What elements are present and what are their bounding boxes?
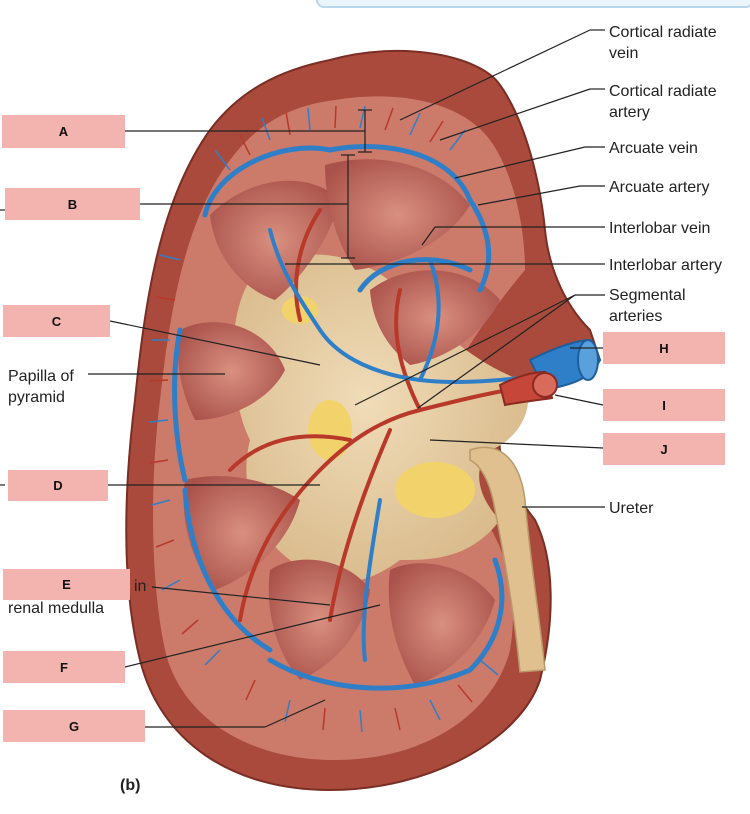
ureter xyxy=(469,446,546,673)
label-box-a[interactable]: A xyxy=(2,115,125,148)
renal-pyramid xyxy=(325,159,470,270)
sinus-fat xyxy=(308,400,352,460)
interlobar-vein-label: Interlobar vein xyxy=(609,220,711,237)
arcuate-vein-label: Arcuate vein xyxy=(609,140,698,157)
blank-answer-area xyxy=(0,414,124,464)
sinus-fat xyxy=(395,462,475,518)
label-box-e[interactable]: E xyxy=(3,569,130,600)
papilla-of-pyramid-label: Papilla of pyramid xyxy=(8,368,74,406)
segmental-arteries-label: Segmental arteries xyxy=(609,287,686,325)
panel-label: (b) xyxy=(120,777,141,794)
renal-pyramid xyxy=(210,180,340,300)
renal-medulla-label: renal medulla xyxy=(8,600,105,617)
arcuate-veins xyxy=(172,144,505,691)
label-box-c[interactable]: C xyxy=(3,305,110,337)
renal-vein-lumen xyxy=(577,339,599,381)
interlobar-artery-label: Interlobar artery xyxy=(609,257,722,274)
sinus-fat xyxy=(282,296,318,324)
label-box-b[interactable]: B xyxy=(5,188,140,220)
cortical-radiate-arteries xyxy=(149,105,473,731)
label-box-j[interactable]: J xyxy=(603,433,725,465)
e-suffix-label: in xyxy=(134,578,147,595)
top-banner-edge xyxy=(316,0,750,8)
renal-artery-lumen xyxy=(532,372,558,398)
arcuate-artery-label: Arcuate artery xyxy=(609,179,710,196)
leader-lines xyxy=(0,29,605,728)
cortical-radiate-artery-label: Cortical radiate artery xyxy=(609,83,717,121)
ureter-label: Ureter xyxy=(609,500,654,517)
label-box-f[interactable]: F xyxy=(3,651,125,683)
renal-pyramid xyxy=(370,270,500,365)
label-box-i[interactable]: I xyxy=(603,389,725,421)
label-box-d[interactable]: D xyxy=(8,470,108,501)
renal-pyramid xyxy=(183,476,300,590)
renal-pyramid xyxy=(388,563,495,685)
label-box-g[interactable]: G xyxy=(3,710,145,742)
cortical-radiate-vein-label: Cortical radiate vein xyxy=(609,24,717,62)
blank-answer-area xyxy=(0,508,92,556)
renal-pyramid xyxy=(178,322,285,420)
label-box-h[interactable]: H xyxy=(603,332,725,364)
